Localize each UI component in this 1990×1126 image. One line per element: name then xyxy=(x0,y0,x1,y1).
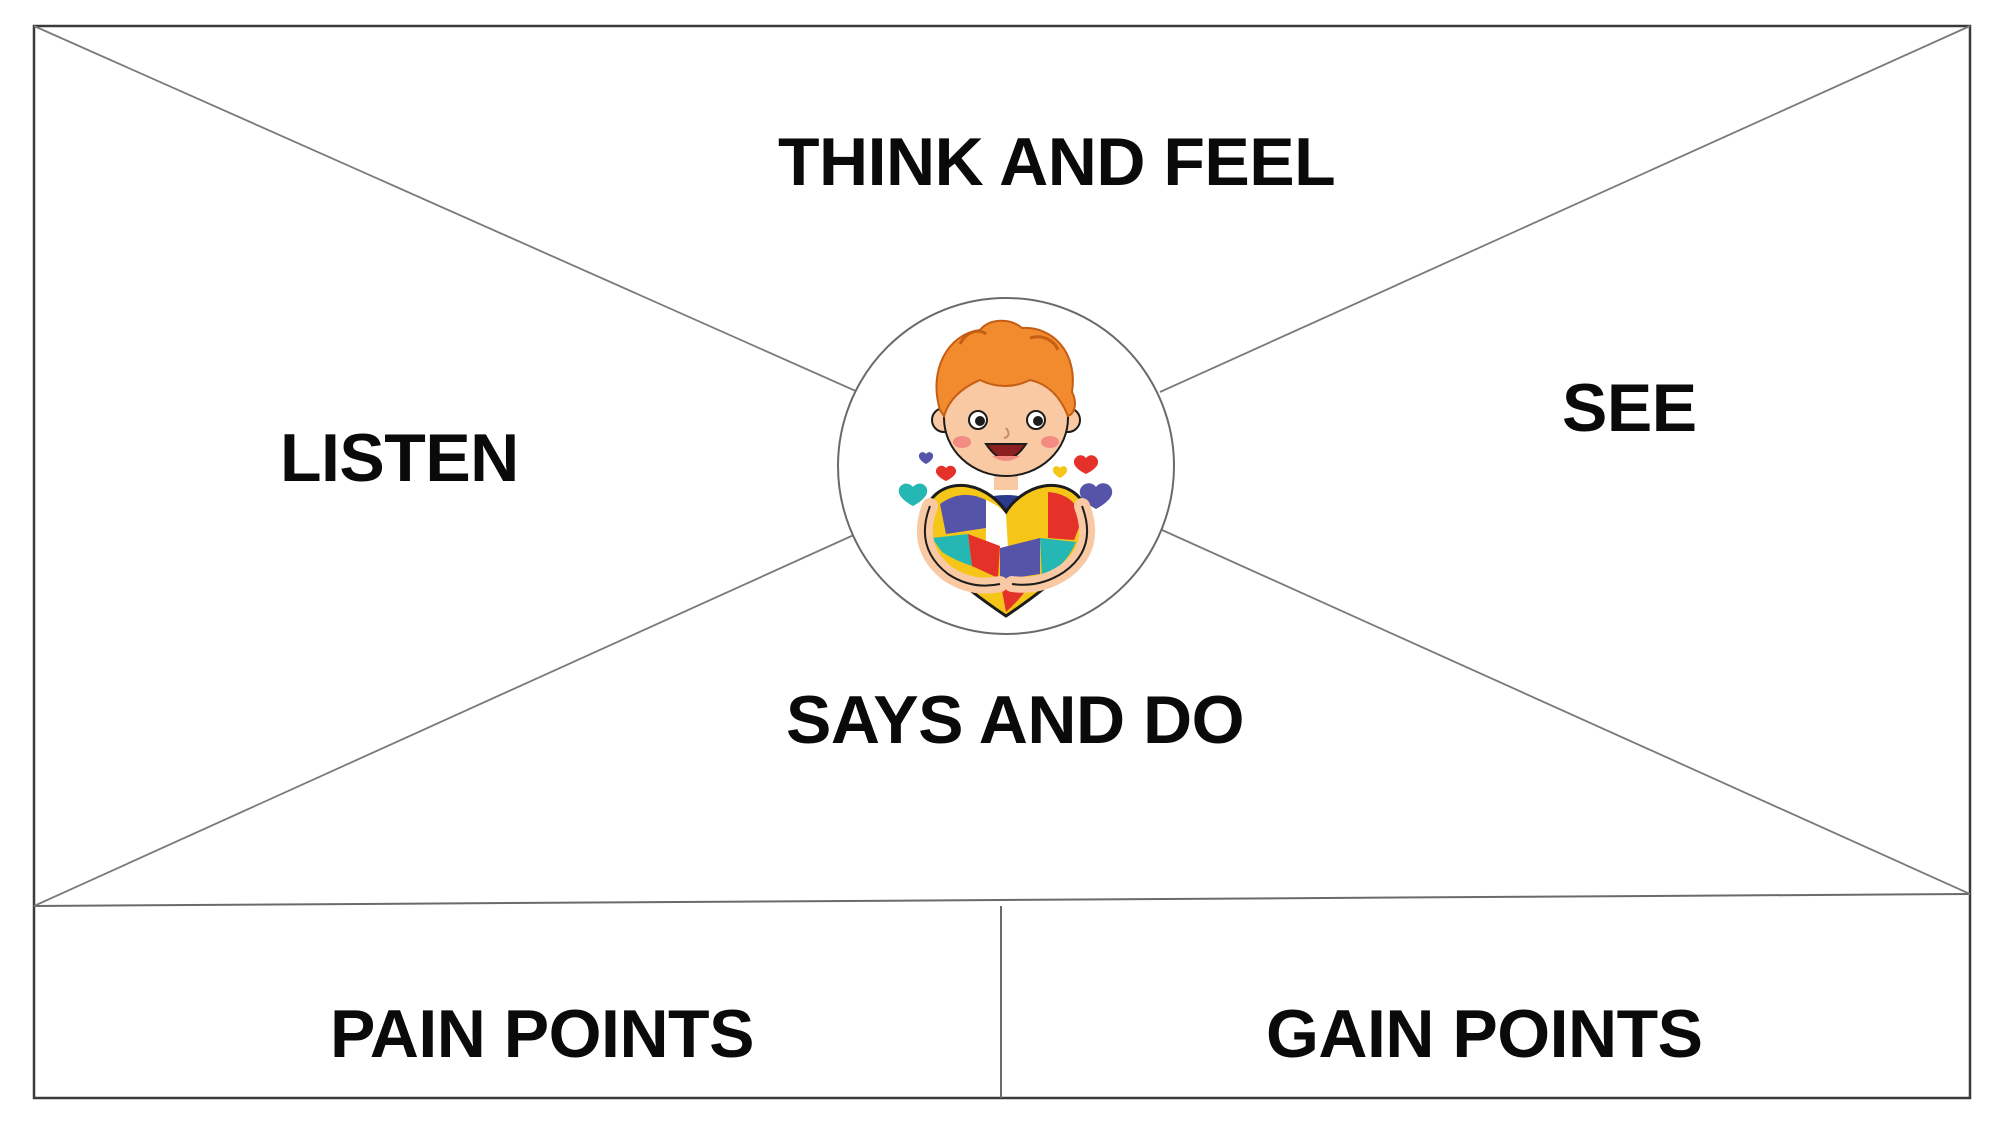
says-and-do-label: SAYS AND DO xyxy=(786,682,1245,758)
diagonal-top-right xyxy=(1159,25,1971,393)
think-and-feel-label: THINK AND FEEL xyxy=(778,124,1336,200)
pain-points-label: PAIN POINTS xyxy=(330,996,754,1072)
gain-points-label: GAIN POINTS xyxy=(1266,996,1703,1072)
listen-label: LISTEN xyxy=(280,420,519,496)
bottom-row-divider xyxy=(33,893,1971,907)
diagonal-bottom-left xyxy=(33,533,857,907)
diagonal-top-left xyxy=(33,25,859,393)
see-label: SEE xyxy=(1562,370,1697,446)
child-hugging-puzzle-heart-icon xyxy=(898,319,1113,618)
diagonal-bottom-right xyxy=(1161,529,1971,895)
